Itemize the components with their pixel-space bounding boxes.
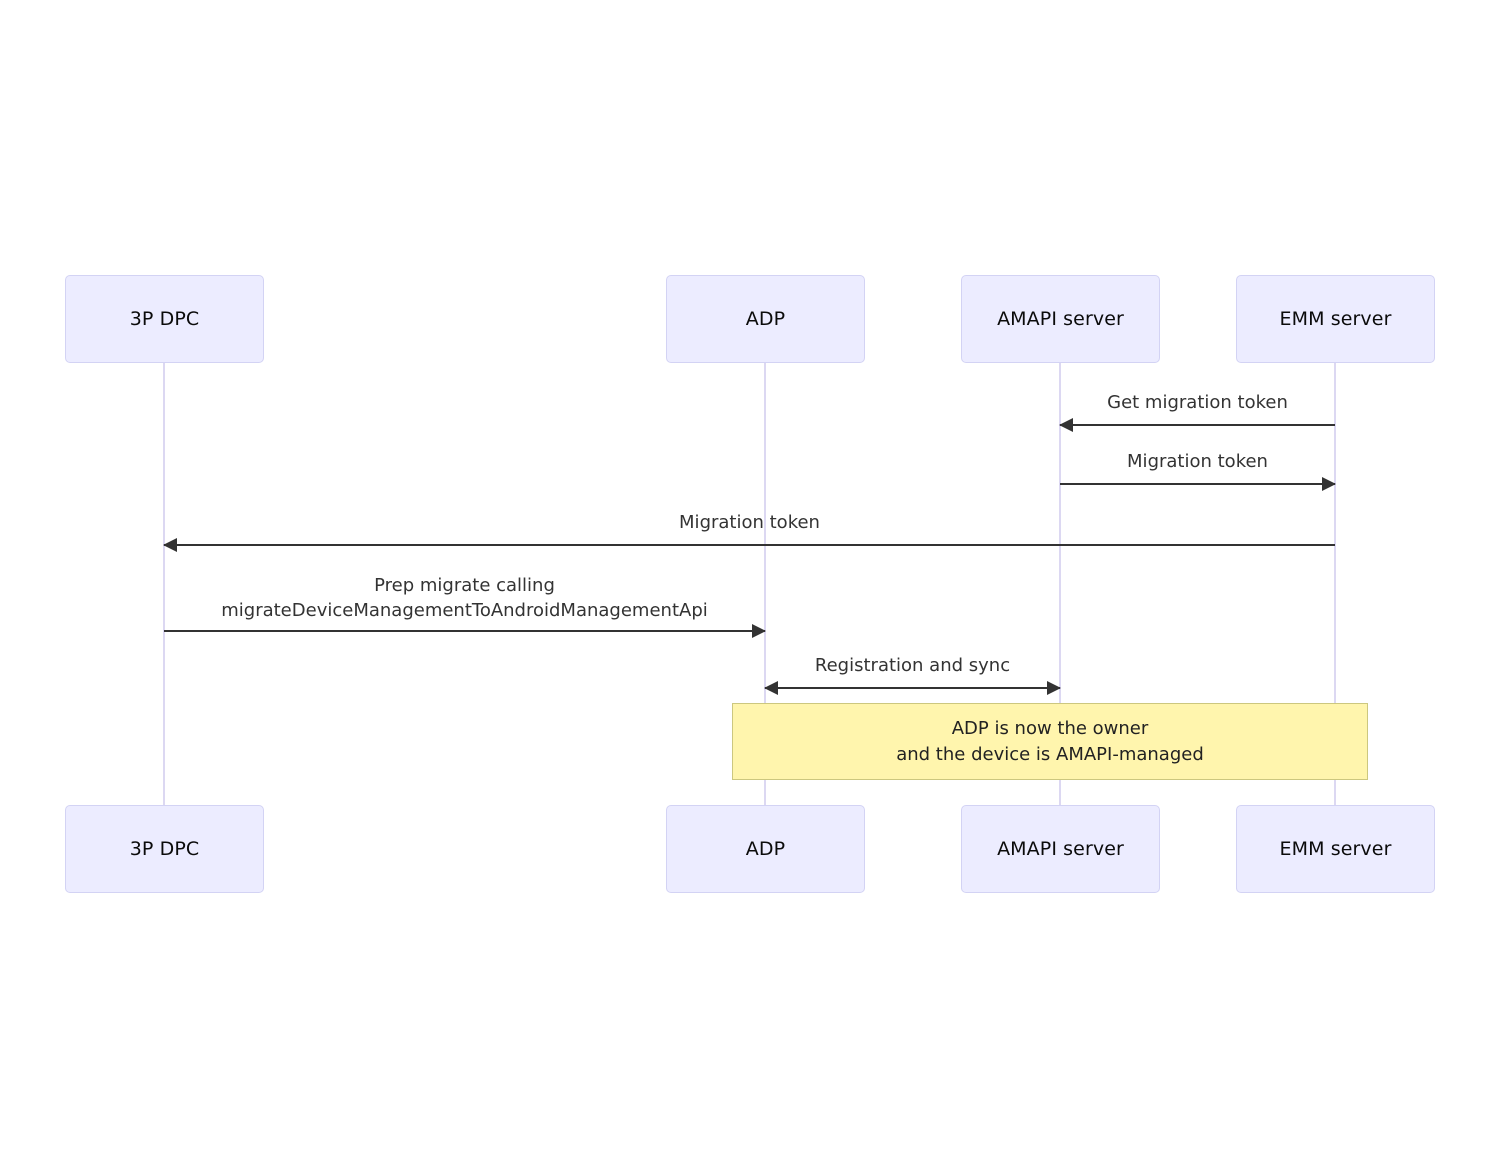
- lifeline-emm-server: [1334, 363, 1336, 805]
- participant-label: ADP: [745, 307, 786, 330]
- participant-label: AMAPI server: [997, 307, 1124, 330]
- note-adp-owner: ADP is now the owner and the device is A…: [732, 703, 1368, 780]
- message-line: [765, 687, 1060, 689]
- arrowhead-left-icon: [764, 681, 778, 695]
- note-text: ADP is now the owner and the device is A…: [896, 717, 1204, 765]
- message-label: Registration and sync: [814, 655, 1011, 676]
- participant-box-top-adp[interactable]: ADP: [666, 275, 865, 363]
- arrowhead-right-icon: [1047, 681, 1061, 695]
- arrowhead-left-icon: [163, 538, 177, 552]
- participant-label: ADP: [745, 837, 786, 860]
- message-line: [1060, 424, 1335, 426]
- participant-box-top-amapi-server[interactable]: AMAPI server: [961, 275, 1160, 363]
- participant-label: EMM server: [1279, 307, 1392, 330]
- participant-label: AMAPI server: [997, 837, 1124, 860]
- participant-box-bottom-3p-dpc[interactable]: 3P DPC: [65, 805, 264, 893]
- message-label: Migration token: [679, 512, 820, 533]
- message-line: [164, 630, 765, 632]
- participant-box-bottom-amapi-server[interactable]: AMAPI server: [961, 805, 1160, 893]
- participant-label: EMM server: [1279, 837, 1392, 860]
- message-label: Get migration token: [1107, 392, 1288, 413]
- lifeline-amapi-server: [1059, 363, 1061, 805]
- message-label: Migration token: [1127, 451, 1268, 472]
- arrowhead-left-icon: [1059, 418, 1073, 432]
- participant-label: 3P DPC: [129, 307, 200, 330]
- lifeline-adp: [764, 363, 766, 805]
- participant-label: 3P DPC: [129, 837, 200, 860]
- participant-box-top-emm-server[interactable]: EMM server: [1236, 275, 1435, 363]
- message-label: Prep migrate calling migrateDeviceManage…: [221, 575, 708, 621]
- arrowhead-right-icon: [752, 624, 766, 638]
- participant-box-top-3p-dpc[interactable]: 3P DPC: [65, 275, 264, 363]
- message-line: [164, 544, 1335, 546]
- participant-box-bottom-adp[interactable]: ADP: [666, 805, 865, 893]
- message-line: [1060, 483, 1335, 485]
- arrowhead-right-icon: [1322, 477, 1336, 491]
- participant-box-bottom-emm-server[interactable]: EMM server: [1236, 805, 1435, 893]
- lifeline-3p-dpc: [163, 363, 165, 805]
